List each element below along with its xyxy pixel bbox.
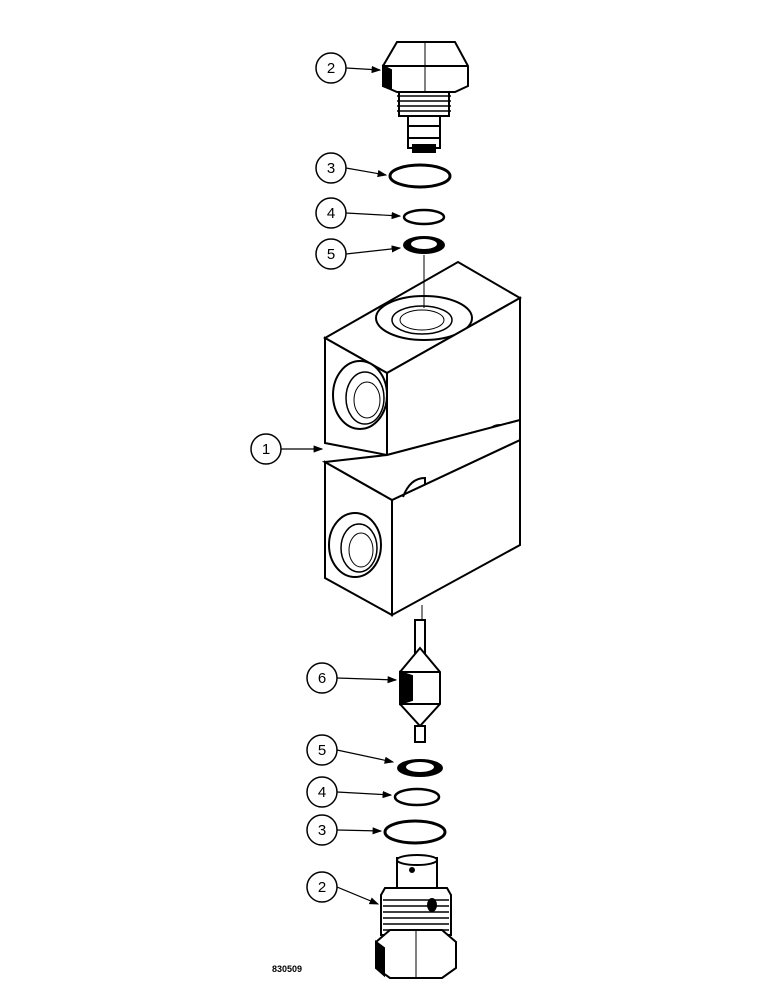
svg-text:1: 1: [262, 441, 270, 458]
bottom-backup-ring: [397, 759, 443, 777]
svg-text:3: 3: [318, 822, 326, 839]
top-plug: [382, 41, 469, 153]
bottom-plug: [375, 854, 457, 979]
callout-2-bottom: 2: [306, 871, 380, 905]
callout-5-top: 5: [315, 238, 402, 270]
callout-5-bottom: 5: [306, 734, 395, 766]
svg-text:4: 4: [327, 205, 335, 222]
bottom-o-ring-small: [393, 787, 441, 807]
top-o-ring-small: [402, 208, 446, 226]
svg-text:5: 5: [318, 742, 326, 759]
callout-1: 1: [250, 433, 324, 465]
check-poppet: [399, 619, 441, 743]
svg-text:5: 5: [327, 246, 335, 263]
svg-text:3: 3: [327, 160, 335, 177]
svg-text:4: 4: [318, 784, 326, 801]
callout-4-bottom: 4: [306, 776, 393, 808]
callout-4-top: 4: [315, 197, 402, 229]
svg-text:6: 6: [318, 670, 326, 687]
top-o-ring-large: [388, 163, 452, 189]
top-backup-ring: [403, 236, 445, 254]
figure-number: 830509: [272, 964, 302, 974]
svg-text:2: 2: [327, 60, 335, 77]
valve-body: [321, 260, 523, 617]
callout-3-bottom: 3: [306, 814, 383, 846]
callout-2-top: 2: [315, 52, 382, 84]
bottom-o-ring-large: [383, 819, 447, 845]
svg-text:2: 2: [318, 879, 326, 896]
callout-3-top: 3: [315, 152, 388, 184]
callout-6: 6: [306, 662, 398, 694]
